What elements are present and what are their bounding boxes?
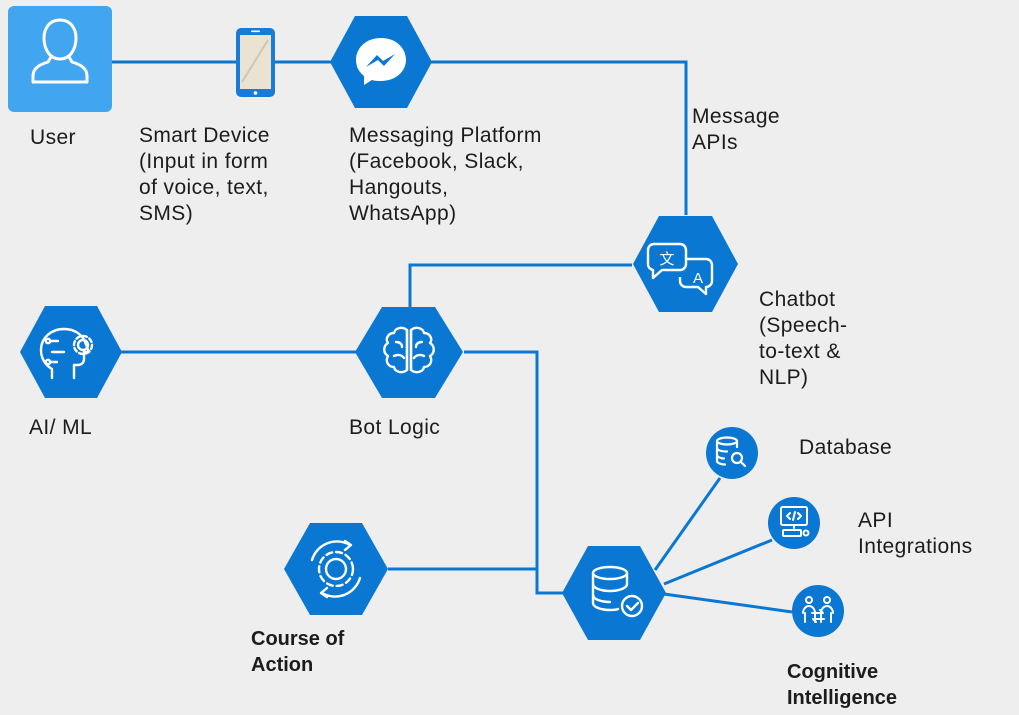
smart-device-label-line: SMS) [139,202,194,225]
messaging-platform-label-line: Hangouts, [349,176,449,199]
cognitive-intelligence-label-line: Intelligence [787,687,898,709]
ai-ml-node [20,306,122,398]
brain-icon [383,326,435,374]
course-of-action-label-line: Action [251,654,314,676]
messaging-platform-label-line: (Facebook, Slack, [349,150,524,173]
ai-head-gear-icon [39,327,94,380]
database-label-line: Database [799,436,893,459]
svg-text:A: A [693,270,703,287]
messaging-platform-label-line: WhatsApp) [349,202,457,225]
translate-icon: 文 A [646,242,714,296]
cognitive-intelligence-label-line: Cognitive [787,661,879,683]
smart-device-label-line: of voice, text, [139,176,269,199]
database-node [706,427,758,479]
api-integrations-label: API Integrations [858,508,973,560]
smart-device-label: Smart Device (Input in form of voice, te… [139,123,270,227]
messenger-icon [356,38,406,85]
user-label: User [30,125,76,151]
connector-chatbot-to-bot-logic [408,263,632,307]
user-node [8,6,112,112]
data-hub-node [562,546,666,640]
chatbot-label-line: to-text & [759,340,841,363]
user-label-line: User [30,126,76,149]
connector-hub-to-database [653,477,722,571]
message-apis-label-line: Message [692,105,781,128]
bot-logic-node [355,307,463,398]
user-icon [31,18,89,84]
database-label: Database [799,435,892,461]
messaging-platform-label-line: Messaging Platform [349,124,542,147]
messaging-platform-node [330,16,432,108]
connector-messaging-to-chatbot [430,60,688,215]
connector-hub-to-cognitive [663,592,793,614]
api-integrations-node [768,497,820,549]
smartphone-icon [236,28,275,97]
ai-ml-label-line: AI/ ML [29,416,93,439]
course-of-action-node [284,523,388,615]
database-check-icon [591,565,644,618]
smart-device-label-line: Smart Device [139,124,270,147]
ai-ml-label: AI/ ML [29,415,92,441]
chatbot-label: Chatbot (Speech- to-text & NLP) [759,287,847,391]
course-of-action-label-line: Course of [251,628,345,650]
smart-device-label-line: (Input in form [139,150,269,173]
bot-logic-label: Bot Logic [349,415,440,441]
message-apis-label: Message APIs [692,104,780,156]
api-integrations-label-line: Integrations [858,535,973,558]
connector-bot-logic-to-data-hub [464,350,563,595]
api-integrations-label-line: API [858,509,894,532]
chatbot-label-line: NLP) [759,366,809,389]
computer-code-icon [780,506,810,537]
messaging-platform-label: Messaging Platform (Facebook, Slack, Han… [349,123,542,227]
bot-logic-label-line: Bot Logic [349,416,441,439]
message-apis-label-line: APIs [692,131,738,154]
chatbot-label-line: (Speech- [759,314,848,337]
connectors [112,60,793,614]
connector-hub-to-api [663,538,773,586]
chatbot-node: 文 A [633,216,738,312]
course-of-action-label: Course of Action [251,626,344,678]
gear-cycle-icon [310,539,362,599]
cognitive-intelligence-label: Cognitive Intelligence [787,659,897,711]
people-exchange-icon [802,596,834,623]
chatbot-label-line: Chatbot [759,288,836,311]
cognitive-intelligence-node [792,585,844,637]
svg-text:文: 文 [659,250,674,268]
database-search-icon [715,436,747,468]
